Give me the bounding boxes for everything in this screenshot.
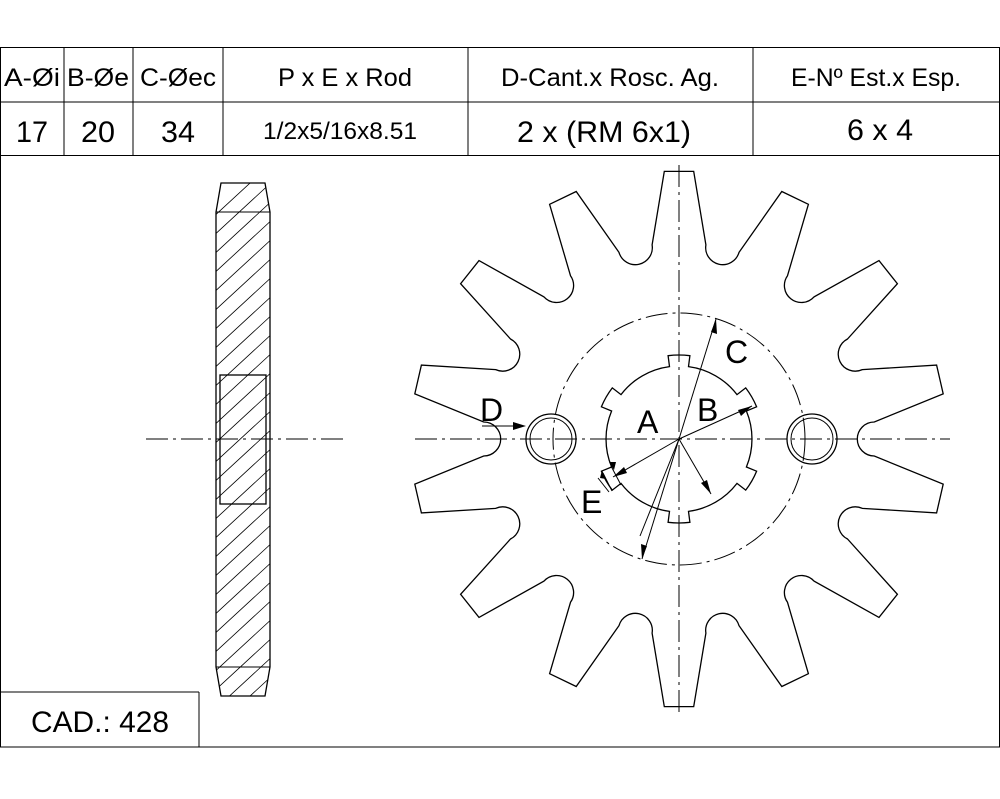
value-a-inner-diameter: 17 <box>16 116 48 149</box>
arrowhead <box>613 467 627 477</box>
hatch-line <box>216 653 270 696</box>
hatch-line <box>216 577 270 639</box>
cad-label-box: CAD.: 428 <box>0 691 200 747</box>
hatch-line <box>216 520 270 582</box>
hatch-line <box>216 406 270 468</box>
dimension-e: E <box>581 462 622 520</box>
arrowhead <box>711 319 717 334</box>
dimension-annotations: C A B D E <box>480 318 753 560</box>
drawing-frame <box>0 156 1000 748</box>
hatch-line <box>216 183 270 221</box>
hatch-line <box>216 216 270 278</box>
header-c-hole-circle-diameter: C-Øec <box>140 64 216 92</box>
dimension-b-line <box>639 438 680 537</box>
header-pitch-thickness-roller: P x E x Rod <box>278 64 412 92</box>
hatch-line <box>216 615 270 677</box>
value-c-hole-circle-diameter: 34 <box>161 116 195 149</box>
hatch-line <box>210 711 275 771</box>
hatch-line <box>216 634 270 696</box>
hatch-line <box>216 368 270 430</box>
section-hatching <box>210 183 275 799</box>
sprocket-front-view <box>414 165 950 712</box>
hatch-line <box>216 197 270 259</box>
hatch-line <box>216 387 270 449</box>
hatch-line <box>216 425 270 487</box>
sprocket-tooth-profile <box>414 170 944 708</box>
hatch-line <box>216 235 270 297</box>
dimension-d: D <box>480 392 526 430</box>
hatch-line <box>216 330 270 392</box>
hatch-line <box>216 349 270 411</box>
dimension-e-label: E <box>581 484 602 520</box>
arrowhead <box>609 462 616 470</box>
dimension-b-label: B <box>697 392 718 428</box>
hatch-line <box>210 749 275 799</box>
hatch-line <box>216 311 270 373</box>
dimension-a-label: A <box>637 404 659 440</box>
hatch-line <box>216 596 270 658</box>
side-view-outline <box>215 182 271 697</box>
cad-label: CAD.: 428 <box>31 706 169 739</box>
bolt-hole-inner <box>790 417 834 461</box>
spline-bore <box>600 354 758 524</box>
hatch-line <box>216 183 270 240</box>
header-e-splines: E-Nº Est.x Esp. <box>791 64 961 92</box>
hatch-line <box>216 444 270 506</box>
header-b-outer-diameter: B-Øe <box>67 64 129 92</box>
hatch-line <box>216 292 270 354</box>
hatch-line <box>216 254 270 316</box>
header-d-bolt-holes: D-Cant.x Rosc. Ag. <box>501 64 719 92</box>
hatch-line <box>210 768 275 799</box>
dimension-a: A <box>612 404 712 495</box>
dimension-e-extension <box>610 465 622 486</box>
arrowhead <box>600 470 606 479</box>
value-b-outer-diameter: 20 <box>81 116 115 149</box>
hatch-line <box>216 558 270 620</box>
hatch-line <box>216 501 270 563</box>
hatch-line <box>216 273 270 335</box>
arrowhead <box>701 480 711 494</box>
hatch-line <box>216 482 270 544</box>
dimension-c-label: C <box>725 334 748 370</box>
dimension-e-leader <box>597 477 610 493</box>
header-a-inner-diameter: A-Øi <box>4 64 60 92</box>
value-pitch-thickness-roller: 1/2x5/16x8.51 <box>263 118 417 145</box>
value-e-splines: 6 x 4 <box>847 114 913 147</box>
dimension-d-label: D <box>480 392 503 428</box>
hatch-line <box>216 539 270 601</box>
sprocket-side-view <box>146 182 346 799</box>
arrowhead <box>738 406 752 416</box>
hatch-line <box>216 691 270 696</box>
spec-table: A-Øi B-Øe C-Øec P x E x Rod D-Cant.x Ros… <box>0 47 1000 156</box>
hatch-line <box>216 463 270 525</box>
hatch-line <box>210 730 275 790</box>
arrowhead <box>513 422 526 430</box>
arrowhead <box>641 544 647 559</box>
dimension-b: B <box>639 392 753 537</box>
hatch-line <box>216 672 270 696</box>
value-d-bolt-holes: 2 x (RM 6x1) <box>517 116 691 149</box>
